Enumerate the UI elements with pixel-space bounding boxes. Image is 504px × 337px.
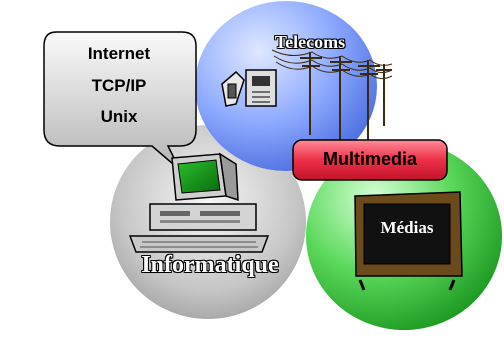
telecoms-circle [195, 1, 377, 171]
medias-label: Médias [380, 218, 434, 237]
multimedia-badge [292, 139, 448, 181]
telecom-poles-icon [271, 49, 393, 150]
telecoms-label: Telecoms [274, 32, 346, 52]
computer-icon [128, 152, 270, 253]
informatique-label: Informatique [141, 252, 279, 278]
bubble-line-unix: Unix [100, 107, 138, 126]
multimedia-badge-label: Multimedia [322, 149, 417, 169]
bubble-line-tcpip: TCP/IP [91, 76, 147, 95]
tv-icon [354, 191, 463, 291]
bubble-line-internet: Internet [87, 44, 151, 63]
telephone-icon [221, 69, 277, 107]
